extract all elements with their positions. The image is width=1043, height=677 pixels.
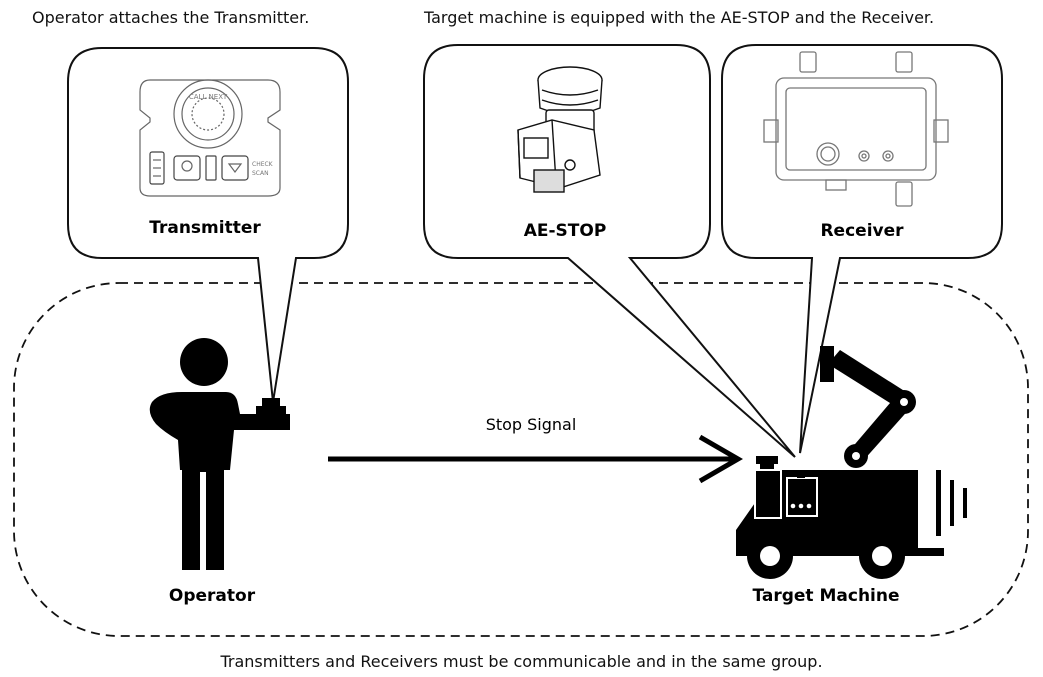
- ae-stop-label: AE-STOP: [524, 221, 607, 241]
- caption-communicable-group: Transmitters and Receivers must be commu…: [220, 652, 823, 671]
- transmitter-callout: CALL NEXT CHECK SCAN Transmitter: [67, 47, 349, 403]
- target-machine-label: Target Machine: [752, 586, 899, 606]
- transmitter-label: Transmitter: [149, 218, 261, 238]
- receiver-label: Receiver: [820, 221, 904, 241]
- receiver-device-icon: [763, 51, 949, 207]
- caption-target-equipped: Target machine is equipped with the AE-S…: [424, 8, 935, 27]
- operator-label: Operator: [169, 586, 256, 606]
- target-machine-icon: [736, 346, 967, 579]
- transmitter-side-text-1: CHECK: [252, 161, 274, 168]
- ae-stop-device-icon: [517, 66, 603, 193]
- caption-operator-attaches: Operator attaches the Transmitter.: [32, 8, 310, 27]
- receiver-callout: Receiver: [721, 44, 1003, 454]
- transmitter-device-icon: [139, 79, 281, 197]
- ae-stop-callout: AE-STOP: [423, 44, 796, 458]
- stop-signal-arrow: [328, 434, 743, 484]
- transmitter-button-text: CALL NEXT: [189, 93, 228, 101]
- stop-signal-label: Stop Signal: [486, 415, 577, 434]
- transmitter-side-text-2: SCAN: [252, 170, 269, 177]
- system-boundary: [13, 282, 1029, 637]
- operator-icon: [149, 338, 290, 570]
